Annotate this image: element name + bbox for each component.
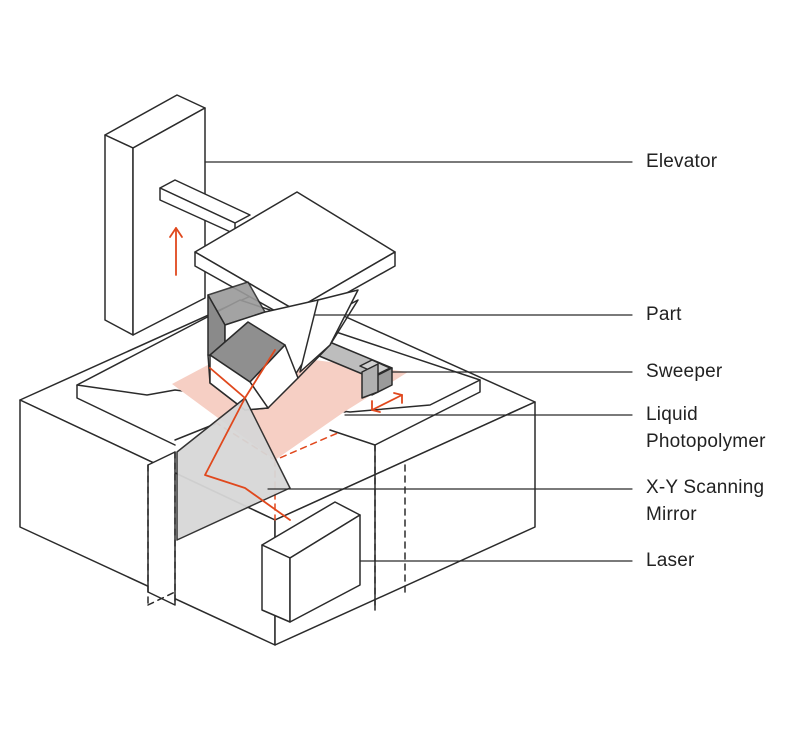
- label-liquid-line1: Liquid: [646, 404, 698, 425]
- label-laser: Laser: [646, 547, 695, 574]
- label-part-text: Part: [646, 304, 682, 325]
- label-elevator-text: Elevator: [646, 151, 718, 172]
- label-elevator: Elevator: [646, 148, 717, 175]
- elevator-arm: [159, 179, 251, 235]
- label-sweeper: Sweeper: [646, 358, 722, 385]
- label-laser-text: Laser: [646, 550, 695, 571]
- elevator-column: [104, 94, 206, 336]
- label-mirror-line1: X-Y Scanning: [646, 477, 765, 498]
- label-part: Part: [646, 301, 682, 328]
- label-mirror-line2: Mirror: [646, 504, 697, 525]
- label-liquid-line2: Photopolymer: [646, 431, 766, 452]
- laser-unit: [261, 501, 361, 623]
- leader-lines: [204, 161, 633, 562]
- part: [207, 281, 359, 411]
- label-liquid-photopolymer: Liquid Photopolymer: [646, 401, 766, 455]
- label-sweeper-text: Sweeper: [646, 361, 723, 382]
- laser-beam: [204, 349, 291, 521]
- arrow-up-icon: [169, 227, 183, 276]
- xy-scanning-mirror: [176, 397, 291, 541]
- label-xy-scanning-mirror: X-Y Scanning Mirror: [646, 474, 764, 528]
- double-arrow-icon: [371, 392, 403, 413]
